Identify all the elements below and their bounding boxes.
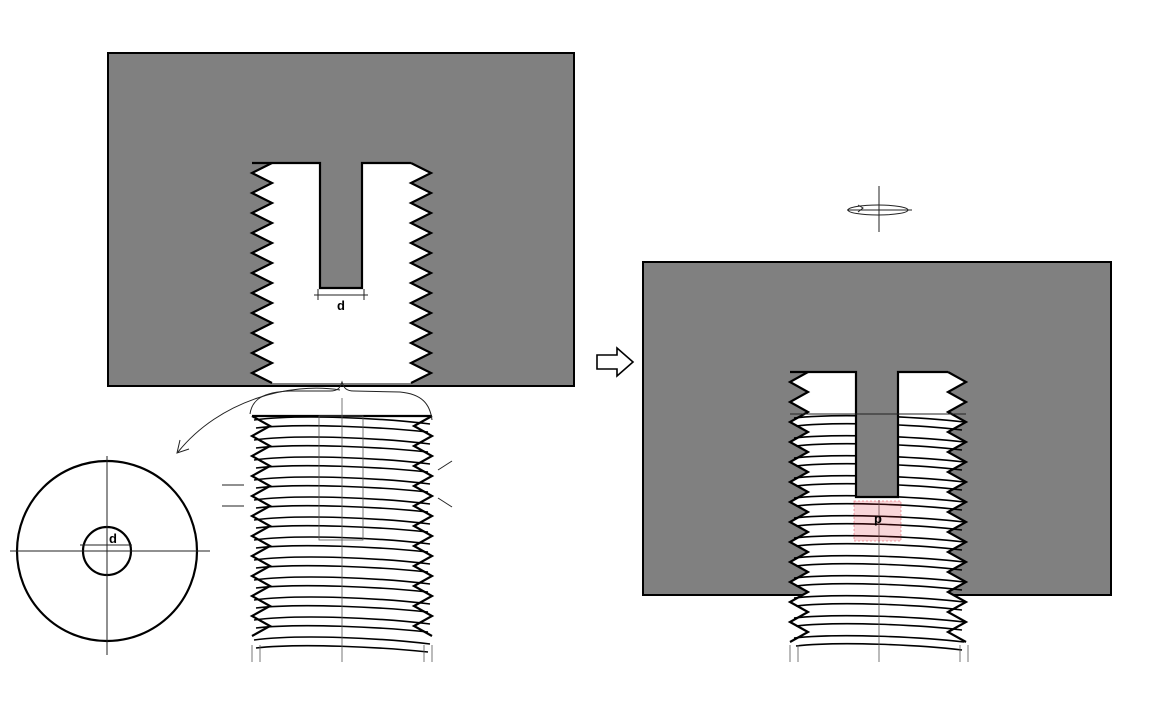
right-mark-2	[437, 497, 453, 508]
left-block-group: d	[107, 52, 575, 387]
right-hole-top-edge	[790, 370, 948, 499]
left-hole-top-edge	[252, 161, 411, 290]
curved-arrow-head	[176, 439, 190, 454]
left-dimension-label: d	[337, 298, 345, 313]
rotation-icon	[847, 186, 912, 232]
left-bolt-hidden-slot	[318, 415, 364, 541]
right-assembly-group: p	[642, 261, 1112, 662]
washer-dimension-label: d	[109, 531, 117, 546]
left-bolt-edge-right	[411, 415, 435, 637]
right-mark-1	[437, 460, 453, 471]
washer-group: d	[10, 456, 210, 655]
contact-marker-label: p	[874, 511, 882, 526]
left-bolt-threads	[253, 416, 431, 653]
left-bolt-group	[176, 380, 453, 662]
left-bolt-edge-left	[249, 415, 273, 637]
left-hole-thread-right	[408, 162, 434, 384]
right-arrow-icon	[596, 346, 635, 378]
right-hole-thread-left	[787, 371, 811, 643]
left-slot-bar	[320, 163, 362, 288]
left-hole-thread-left	[249, 162, 275, 384]
bolt-brace	[249, 380, 433, 421]
contact-highlight	[853, 500, 902, 542]
right-hole-thread-right	[945, 371, 969, 643]
right-slot-bar	[856, 372, 898, 497]
right-threaded-hole	[790, 372, 966, 642]
curved-arrow	[177, 387, 341, 453]
